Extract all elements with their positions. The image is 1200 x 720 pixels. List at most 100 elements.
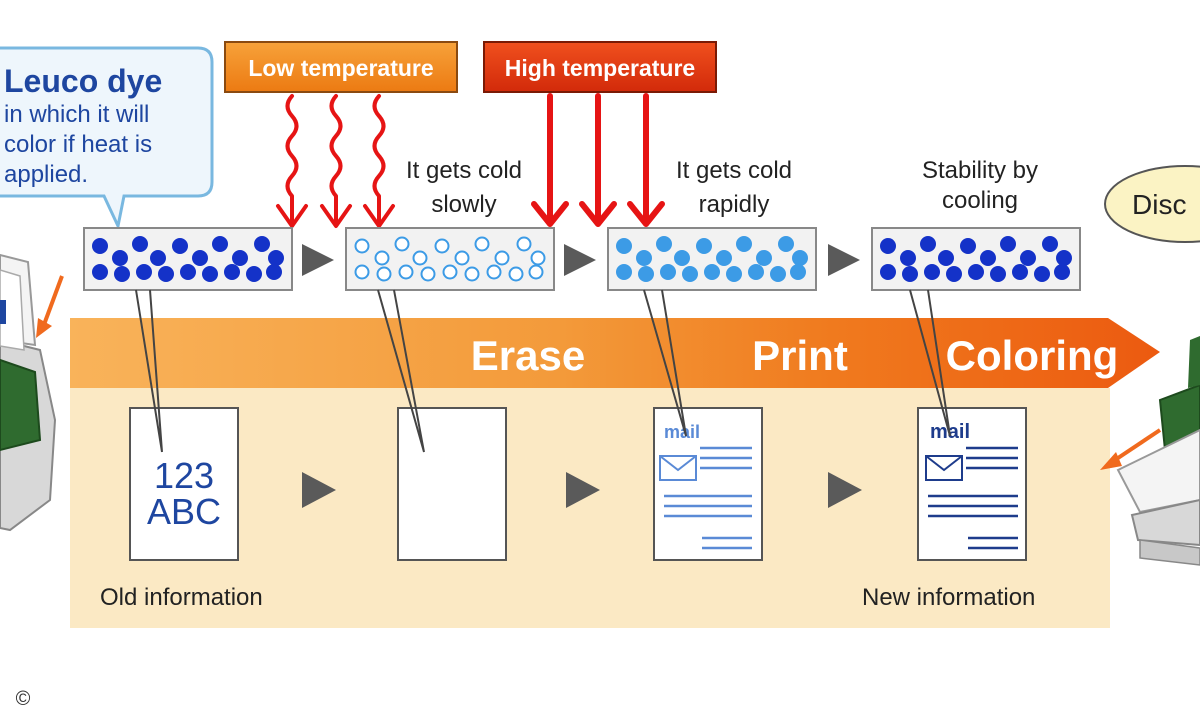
dye-molecules-erased xyxy=(354,236,546,282)
dye-molecule-dot xyxy=(454,250,470,266)
dye-molecule-dot xyxy=(398,264,414,280)
dye-molecule-dot xyxy=(232,250,248,266)
dye-molecule-dot xyxy=(136,264,152,280)
printed-doc-mail-label: mail xyxy=(664,422,700,442)
dye-molecule-dot xyxy=(442,264,458,280)
dye-molecule-dot xyxy=(508,266,524,282)
dye-molecule-dot xyxy=(150,250,166,266)
leuco-callout-line-3: applied. xyxy=(4,161,88,188)
dye-molecule-dot xyxy=(902,266,918,282)
dye-molecule-dot xyxy=(212,236,228,252)
dye-molecules-printed xyxy=(616,236,808,282)
dye-state-box-printed xyxy=(607,227,817,291)
dye-molecule-dot xyxy=(474,236,490,252)
dye-molecule-dot xyxy=(726,266,742,282)
high-temperature-box xyxy=(483,41,717,93)
old-doc-text-line-2: ABC xyxy=(147,491,221,532)
dye-state-box-stable xyxy=(871,227,1081,291)
high-temperature-heat-arrows xyxy=(531,93,665,227)
dye-molecule-dot xyxy=(1042,236,1058,252)
dye-molecule-dot xyxy=(938,250,954,266)
dye-molecule-dot xyxy=(376,266,392,282)
dye-molecule-dot xyxy=(434,238,450,254)
dye-molecule-dot xyxy=(960,238,976,254)
dye-molecule-dot xyxy=(674,250,690,266)
caption-stability-line-1: Stability by xyxy=(922,157,1038,184)
dye-molecule-dot xyxy=(464,266,480,282)
dye-molecule-dot xyxy=(616,238,632,254)
banner-erase-label: Erase xyxy=(471,332,585,379)
dye-molecule-dot xyxy=(224,264,240,280)
dye-molecule-dot xyxy=(92,238,108,254)
dye-molecule-dot xyxy=(716,250,732,266)
dye-molecule-dot xyxy=(354,264,370,280)
state-arrow-3 xyxy=(828,244,860,276)
leuco-callout-bubble xyxy=(0,46,214,231)
caption-slow-line-2: slowly xyxy=(431,191,496,218)
dye-molecule-dot xyxy=(770,266,786,282)
printer-right-illustration xyxy=(1100,336,1200,566)
leuco-callout-line-1: in which it will xyxy=(4,101,149,128)
document-old-information xyxy=(129,407,239,561)
dye-molecule-dot xyxy=(616,264,632,280)
doc-arrow-2 xyxy=(566,472,600,508)
dye-molecule-dot xyxy=(924,264,940,280)
old-doc-text-line-1: 123 xyxy=(154,455,214,496)
dye-molecule-dot xyxy=(980,250,996,266)
low-temperature-label: Low temperature xyxy=(248,55,433,81)
dye-molecule-dot xyxy=(1056,250,1072,266)
doc-arrow-3 xyxy=(828,472,862,508)
dye-molecule-dot xyxy=(158,266,174,282)
dye-molecule-dot xyxy=(180,264,196,280)
dye-molecule-dot xyxy=(792,250,808,266)
dye-molecule-dot xyxy=(1054,264,1070,280)
dye-molecule-dot xyxy=(660,264,676,280)
dye-molecule-dot xyxy=(202,266,218,282)
side-callout-bubble xyxy=(1104,165,1200,243)
dye-molecule-dot xyxy=(266,264,282,280)
caption-slow-line-1: It gets cold xyxy=(406,157,522,184)
dye-molecule-dot xyxy=(374,250,390,266)
dye-molecule-dot xyxy=(420,266,436,282)
dye-molecule-dot xyxy=(778,236,794,252)
side-callout-text: Disc xyxy=(1132,189,1186,220)
dye-molecule-dot xyxy=(756,250,772,266)
dye-molecule-dot xyxy=(638,266,654,282)
dye-molecule-dot xyxy=(132,236,148,252)
new-information-label: New information xyxy=(862,584,1035,611)
dye-molecule-dot xyxy=(486,264,502,280)
dye-molecule-dot xyxy=(920,236,936,252)
dye-molecules-colored xyxy=(92,236,284,282)
low-temperature-box xyxy=(224,41,458,93)
dye-molecule-dot xyxy=(736,236,752,252)
dye-molecule-dot xyxy=(172,238,188,254)
leuco-callout-line-2: color if heat is xyxy=(4,131,152,158)
dye-molecule-dot xyxy=(636,250,652,266)
caption-rapid-line-1: It gets cold xyxy=(676,157,792,184)
state-arrow-2 xyxy=(564,244,596,276)
zoom-pointer-lines xyxy=(135,289,951,453)
dye-molecule-dot xyxy=(682,266,698,282)
dye-molecule-dot xyxy=(748,264,764,280)
caption-rapid-line-2: rapidly xyxy=(699,191,770,218)
low-temperature-heat-arrows xyxy=(276,94,395,228)
banner-coloring-label: Coloring xyxy=(946,332,1119,379)
dye-molecule-dot xyxy=(528,264,544,280)
document-new-information xyxy=(917,407,1027,561)
dye-molecule-dot xyxy=(268,250,284,266)
dye-state-box-colored xyxy=(83,227,293,291)
leuco-callout-title: Leuco dye xyxy=(4,63,162,99)
dye-molecule-dot xyxy=(990,266,1006,282)
dye-molecule-dot xyxy=(704,264,720,280)
process-banner xyxy=(70,318,1160,388)
document-printed xyxy=(653,407,763,561)
printer-left-illustration xyxy=(0,253,64,532)
dye-molecule-dot xyxy=(254,236,270,252)
dye-molecule-dot xyxy=(1034,266,1050,282)
dye-molecule-dot xyxy=(880,264,896,280)
dye-molecule-dot xyxy=(354,238,370,254)
dye-molecule-dot xyxy=(530,250,546,266)
dye-molecule-dot xyxy=(1012,264,1028,280)
